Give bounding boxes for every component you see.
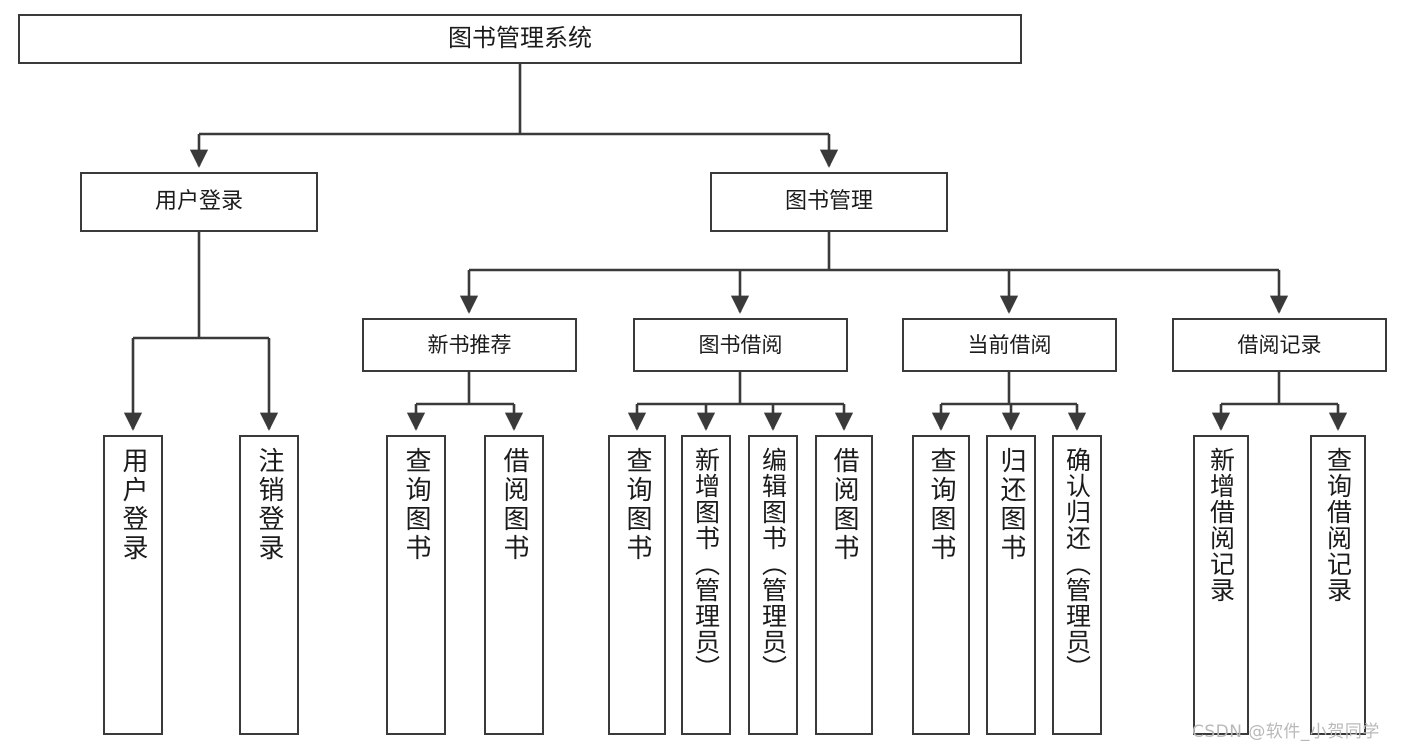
node-level1-2[interactable]: 图书管理 <box>710 172 948 232</box>
node-leaf-9[interactable]: 查询图书 <box>912 435 970 735</box>
node-leaf-13-label: 查询借阅记录 <box>1323 447 1353 603</box>
node-leaf-5[interactable]: 查询图书 <box>608 435 666 735</box>
node-level2-1[interactable]: 新书推荐 <box>362 318 577 372</box>
node-level1-1-label: 用户登录 <box>154 189 243 215</box>
node-level2-3-label: 当前借阅 <box>967 332 1052 357</box>
node-leaf-3-label: 查询图书 <box>401 447 431 563</box>
node-leaf-10[interactable]: 归还图书 <box>986 435 1036 735</box>
node-leaf-13[interactable]: 查询借阅记录 <box>1310 435 1366 735</box>
node-root-label: 图书管理系统 <box>448 24 592 53</box>
node-leaf-10-label: 归还图书 <box>996 447 1026 563</box>
node-level2-4-label: 借阅记录 <box>1237 332 1322 357</box>
node-leaf-1[interactable]: 用户登录 <box>103 435 163 735</box>
node-leaf-7[interactable]: 编辑图书（管理员） <box>748 435 798 735</box>
node-leaf-11[interactable]: 确认归还（管理员） <box>1052 435 1102 735</box>
node-leaf-8[interactable]: 借阅图书 <box>815 435 873 735</box>
node-leaf-6[interactable]: 新增图书（管理员） <box>681 435 731 735</box>
node-leaf-3[interactable]: 查询图书 <box>386 435 446 735</box>
node-leaf-4[interactable]: 借阅图书 <box>484 435 544 735</box>
node-leaf-6-label: 新增图书（管理员） <box>691 447 721 681</box>
node-leaf-9-label: 查询图书 <box>926 447 956 563</box>
node-leaf-8-label: 借阅图书 <box>829 447 859 563</box>
node-leaf-12-label: 新增借阅记录 <box>1206 447 1236 603</box>
node-level2-2[interactable]: 图书借阅 <box>633 318 848 372</box>
node-leaf-12[interactable]: 新增借阅记录 <box>1193 435 1249 735</box>
node-level2-4[interactable]: 借阅记录 <box>1172 318 1387 372</box>
node-level2-3[interactable]: 当前借阅 <box>902 318 1117 372</box>
node-leaf-11-label: 确认归还（管理员） <box>1062 447 1092 681</box>
node-level1-2-label: 图书管理 <box>784 189 873 215</box>
node-leaf-2[interactable]: 注销登录 <box>239 435 299 735</box>
node-leaf-2-label: 注销登录 <box>254 447 284 563</box>
node-leaf-5-label: 查询图书 <box>622 447 652 563</box>
node-leaf-1-label: 用户登录 <box>118 447 148 563</box>
node-leaf-7-label: 编辑图书（管理员） <box>758 447 788 681</box>
node-level2-1-label: 新书推荐 <box>427 332 512 357</box>
node-level1-1[interactable]: 用户登录 <box>80 172 318 232</box>
node-level2-2-label: 图书借阅 <box>698 332 783 357</box>
csdn-watermark: CSDN @软件_小贺同学 <box>1192 722 1380 742</box>
node-leaf-4-label: 借阅图书 <box>499 447 529 563</box>
node-root[interactable]: 图书管理系统 <box>18 14 1022 64</box>
